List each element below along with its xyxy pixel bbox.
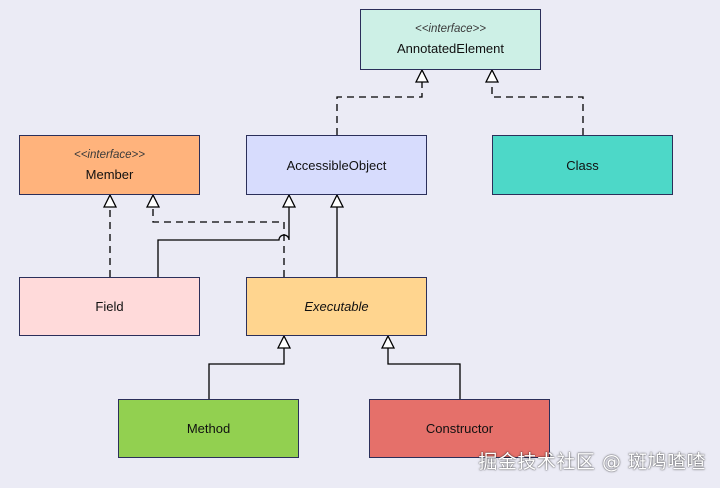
edge-constructor-executable (387, 348, 461, 399)
arrowhead-accessibleobject-right (329, 193, 345, 208)
class-box-member: <<interface>> Member (19, 135, 200, 195)
class-box-field: Field (19, 277, 200, 336)
edge-field-accessibleobject (157, 207, 290, 277)
class-box-class: Class (492, 135, 673, 195)
watermark-text: 掘金技术社区 @ 斑鸠喳喳 (478, 451, 706, 473)
edge-method-executable (208, 348, 285, 399)
edge-accessibleobject-annotatedelement (336, 82, 423, 135)
class-name: AnnotatedElement (397, 41, 504, 56)
class-box-constructor: Constructor (369, 399, 550, 458)
stereotype-label: <<interface>> (74, 148, 145, 161)
class-name: Method (186, 421, 231, 436)
arrowhead-executable-left (276, 334, 292, 349)
class-name: Class (566, 157, 599, 173)
class-box-method: Method (118, 399, 299, 458)
class-name: Member (85, 166, 134, 182)
class-name: Constructor (425, 421, 494, 436)
class-name: Executable (304, 299, 369, 314)
class-box-annotatedelement: <<interface>> AnnotatedElement (360, 9, 541, 70)
arrowhead-executable-right (380, 334, 396, 349)
class-name: Field (95, 299, 124, 314)
arrowhead-member-right (145, 193, 161, 208)
arrowhead-accessibleobject-left (281, 193, 297, 208)
class-box-accessibleobject: AccessibleObject (246, 135, 427, 195)
arrowhead-annotatedelement-left (414, 68, 430, 83)
edge-class-annotatedelement (491, 82, 584, 135)
edge-executable-member (152, 207, 285, 277)
arrowhead-annotatedelement-right (484, 68, 500, 83)
class-box-executable: Executable (246, 277, 427, 336)
class-name: AccessibleObject (286, 157, 387, 173)
stereotype-label: <<interface>> (415, 23, 486, 35)
arrowhead-member-left (102, 193, 118, 208)
